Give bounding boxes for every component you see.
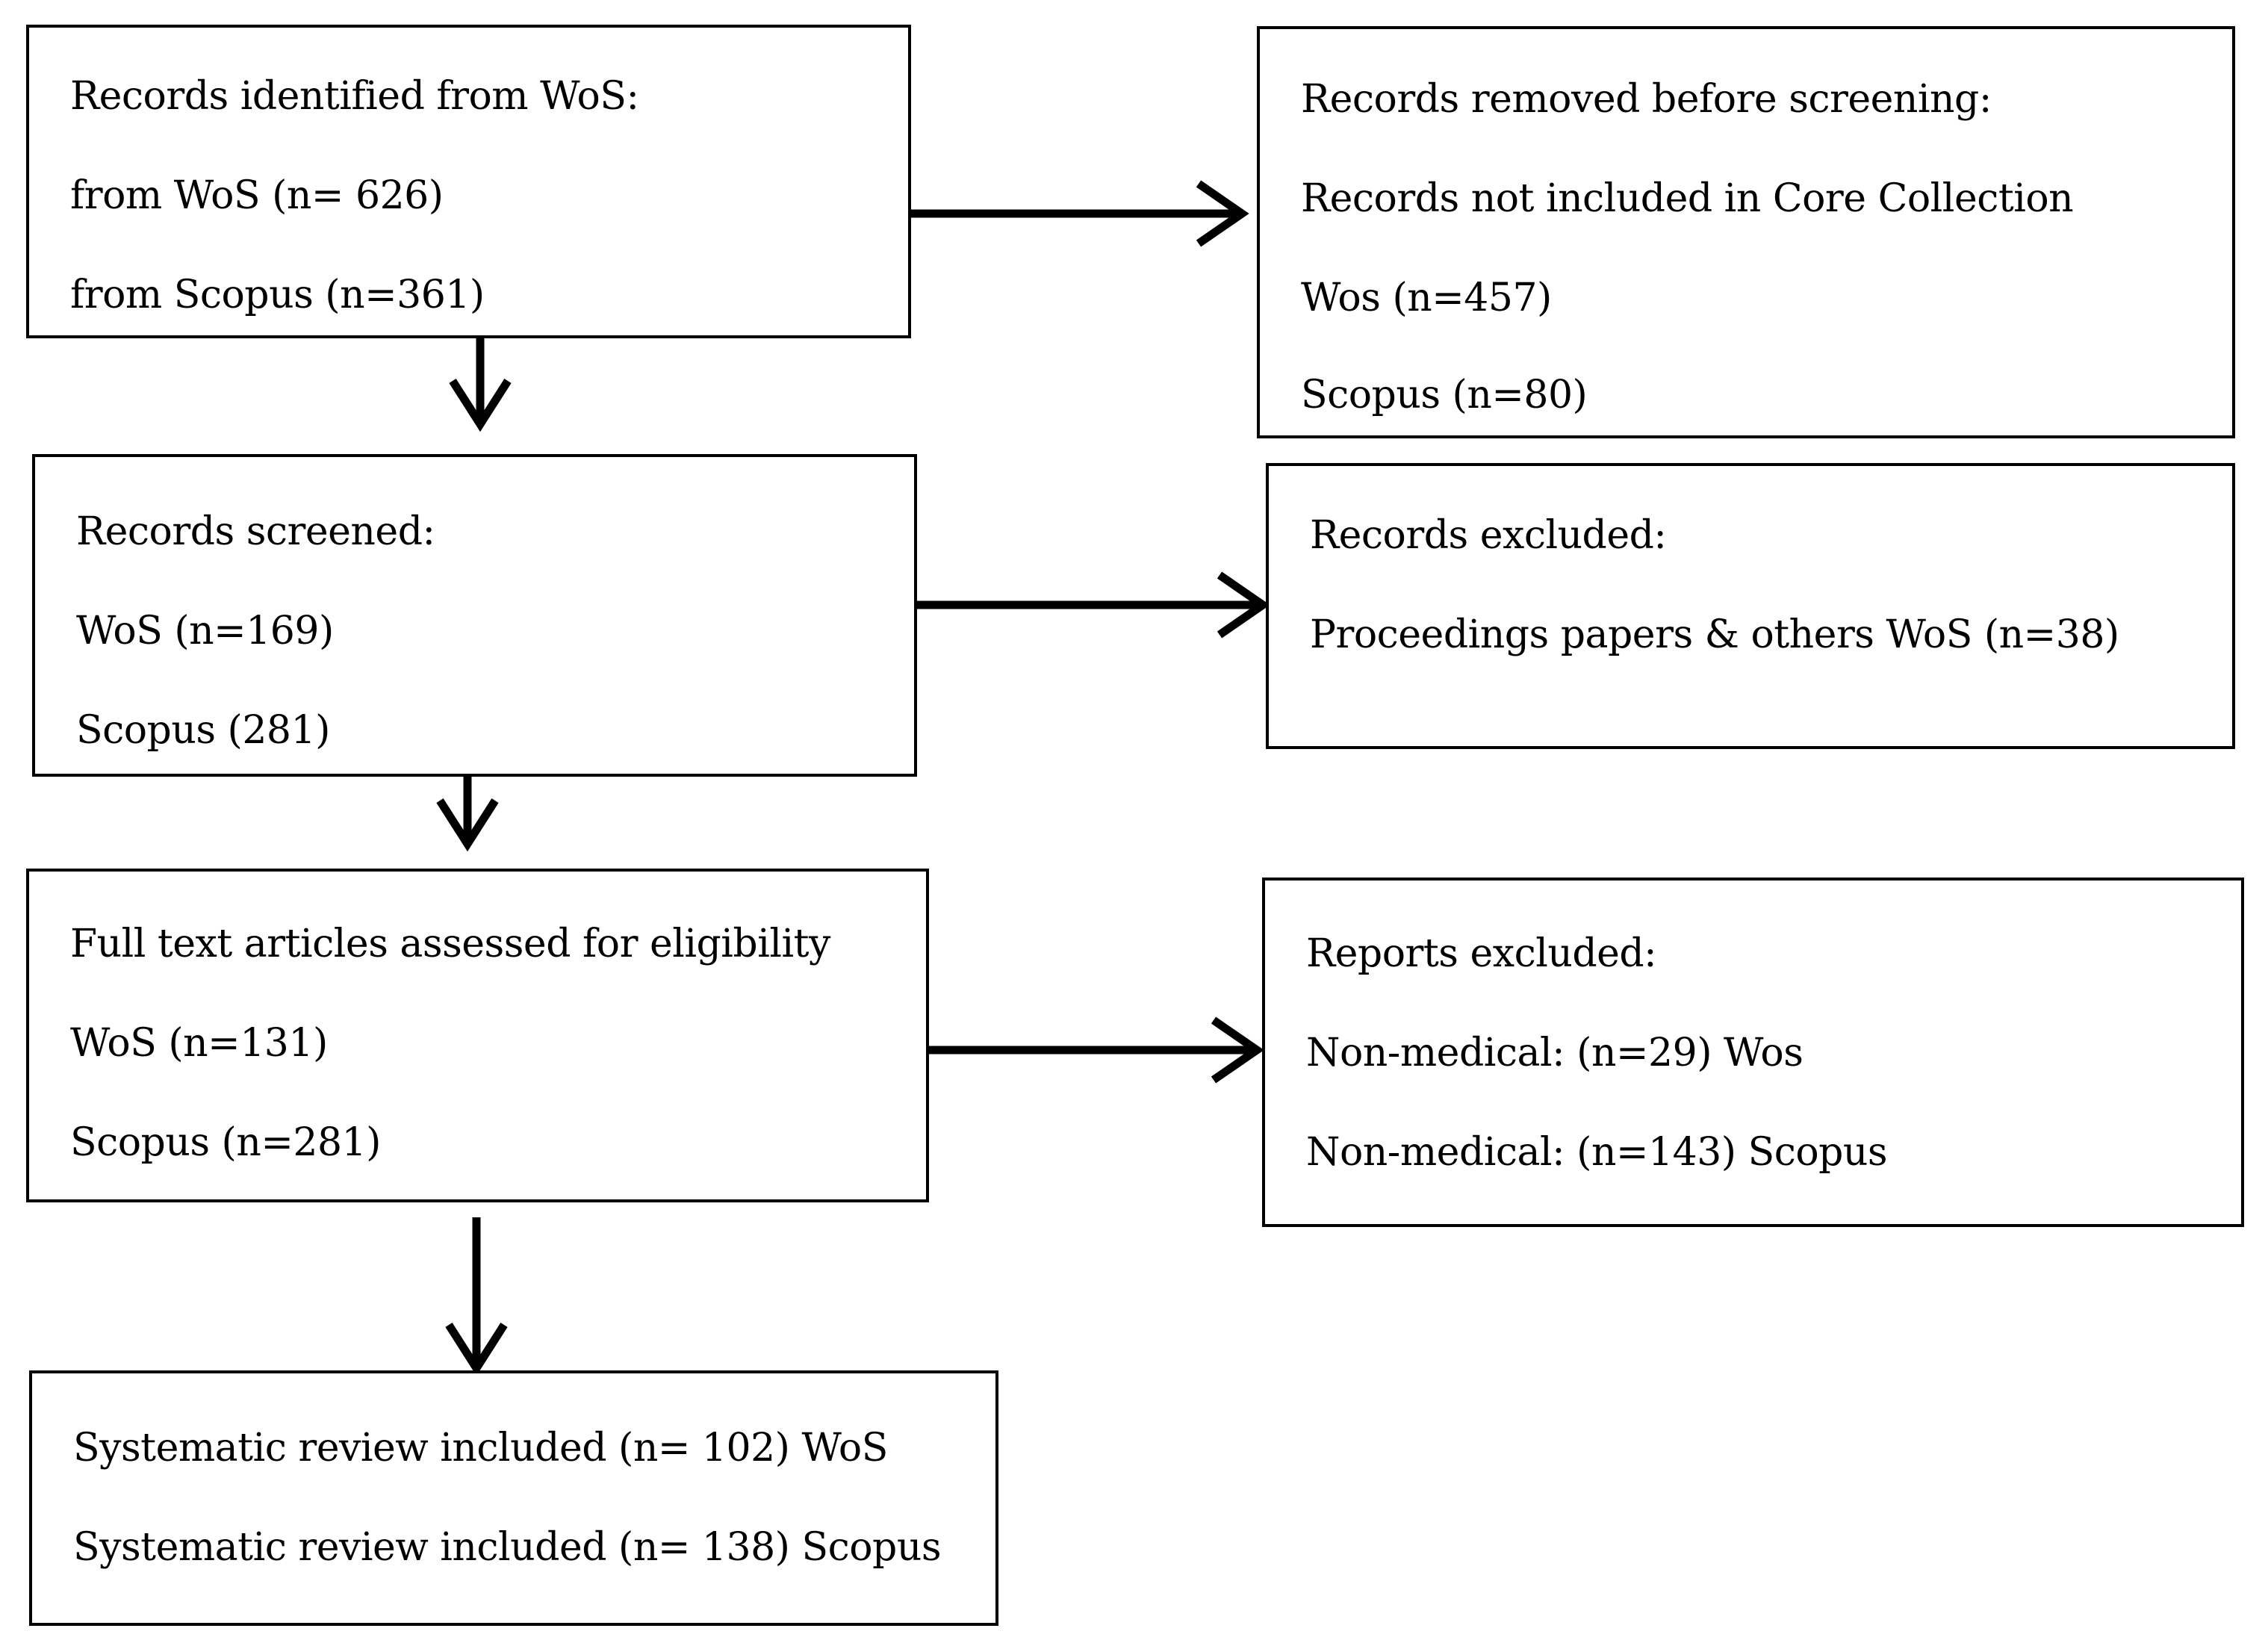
- excluded-heading: Records excluded:: [1310, 513, 1667, 558]
- box-records-identified: Records identified from WoS: from WoS (n…: [26, 25, 911, 338]
- box-eligibility: Full text articles assessed for eligibil…: [26, 869, 929, 1202]
- box-reports-excluded: Reports excluded: Non-medical: (n=29) Wo…: [1262, 878, 2244, 1227]
- arrow-screened-to-eligibility: [436, 777, 499, 852]
- excluded-proceedings: Proceedings papers & others WoS (n=38): [1310, 612, 2119, 657]
- included-scopus: Systematic review included (n= 138) Scop…: [73, 1525, 942, 1570]
- arrow-eligibility-to-reports-excluded: [929, 1016, 1264, 1084]
- reports-excluded-wos: Non-medical: (n=29) Wos: [1306, 1031, 1803, 1075]
- eligibility-scopus: Scopus (n=281): [70, 1120, 381, 1165]
- box-records-screened: Records screened: WoS (n=169) Scopus (28…: [32, 454, 917, 777]
- identified-heading: Records identified from WoS:: [70, 74, 639, 119]
- box-records-excluded: Records excluded: Proceedings papers & o…: [1266, 463, 2235, 749]
- box-records-removed: Records removed before screening: Record…: [1257, 26, 2235, 438]
- included-wos: Systematic review included (n= 102) WoS: [73, 1426, 888, 1470]
- removed-scopus: Scopus (n=80): [1301, 373, 1588, 417]
- box-included: Systematic review included (n= 102) WoS …: [29, 1370, 998, 1626]
- eligibility-wos: WoS (n=131): [70, 1021, 328, 1066]
- reports-excluded-scopus: Non-medical: (n=143) Scopus: [1306, 1130, 1888, 1175]
- identified-scopus: from Scopus (n=361): [70, 273, 485, 317]
- identified-wos: from WoS (n= 626): [70, 173, 444, 218]
- screened-scopus: Scopus (281): [76, 708, 330, 753]
- arrow-screened-to-excluded: [917, 571, 1270, 639]
- eligibility-heading: Full text articles assessed for eligibil…: [70, 922, 830, 966]
- arrow-identified-to-removed: [911, 180, 1249, 247]
- reports-excluded-heading: Reports excluded:: [1306, 931, 1657, 976]
- arrow-eligibility-to-included: [445, 1217, 508, 1376]
- screened-heading: Records screened:: [76, 509, 435, 554]
- removed-core-collection: Records not included in Core Collection: [1301, 176, 2074, 221]
- screened-wos: WoS (n=169): [76, 609, 334, 653]
- removed-wos: Wos (n=457): [1301, 276, 1552, 320]
- arrow-identified-to-screened: [449, 338, 512, 432]
- removed-heading: Records removed before screening:: [1301, 77, 1992, 122]
